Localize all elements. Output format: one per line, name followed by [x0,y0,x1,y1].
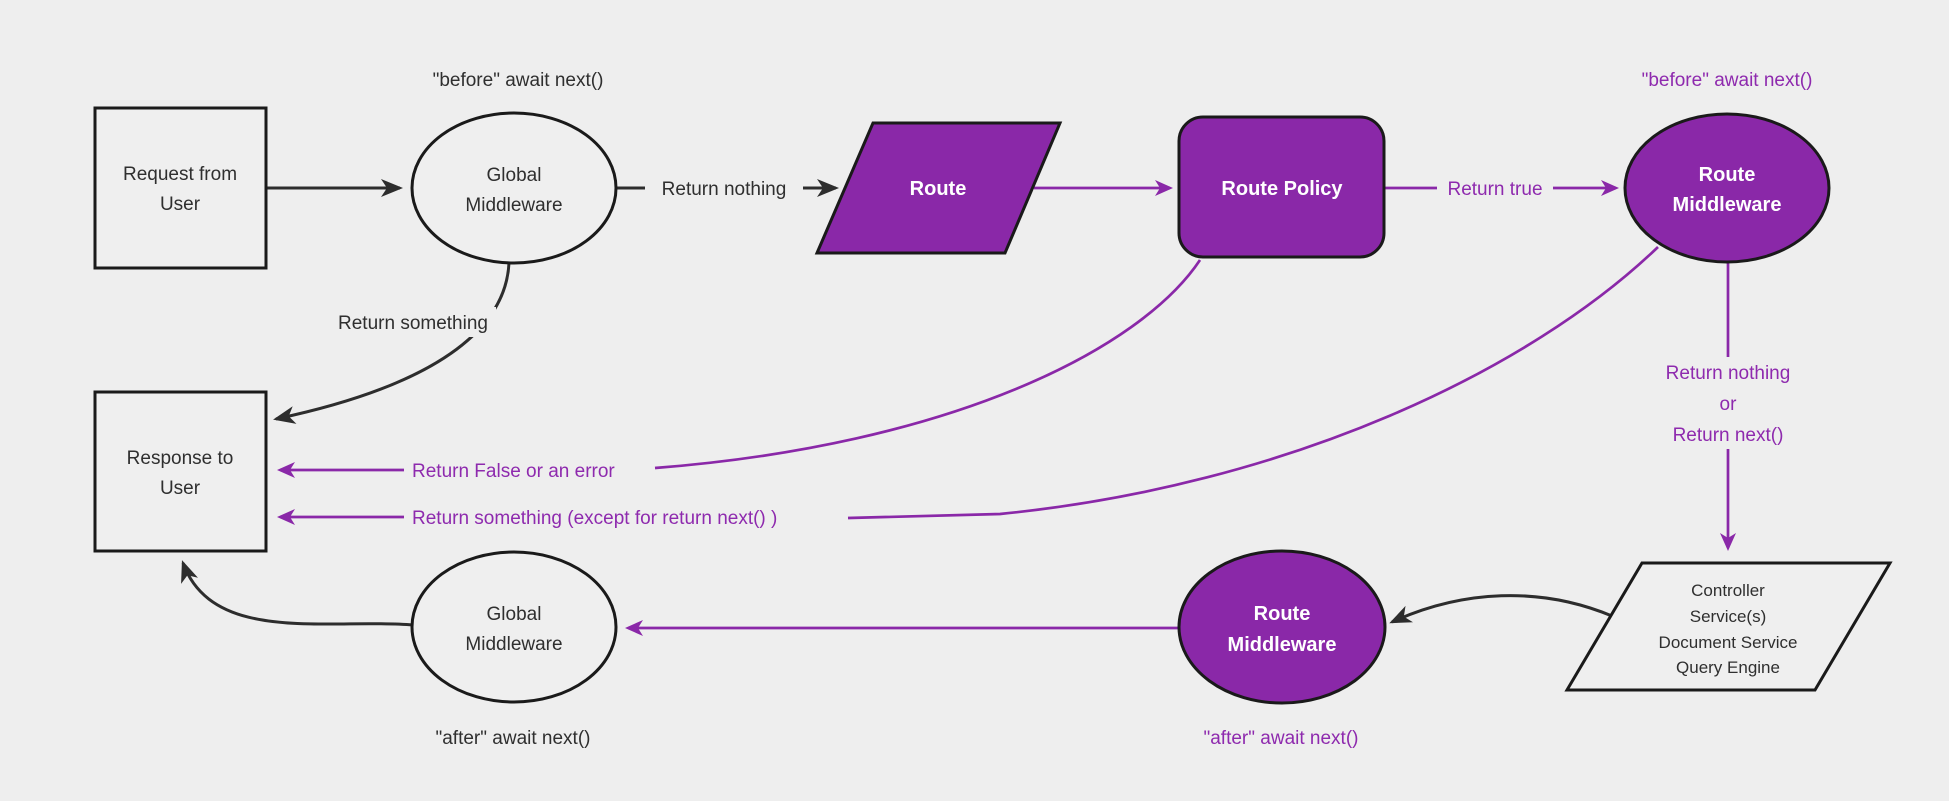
global-middleware-top-line1: Global [487,165,542,186]
response-to-user-box [93,390,268,553]
response-to-user-line1: Response to [127,448,234,469]
return-something-except-label: Return something (except for return next… [412,508,777,529]
global-middleware-bottom-line2: Middleware [465,634,562,655]
before-await-next-purple-label: "before" await next() [1642,70,1813,91]
global-middleware-top-line2: Middleware [465,195,562,216]
edge-global-middleware-return-something [273,262,511,424]
services-parallelogram [1564,561,1893,692]
services-line3: Document Service [1659,633,1798,652]
edge-route-middleware-return-something-curve [847,246,1659,520]
global-middleware-bottom-line1: Global [487,604,542,625]
request-from-user-box [93,106,268,270]
services-line1: Controller [1691,581,1765,600]
return-stack-label-mask [1650,357,1806,449]
node-services: Controller Service(s) Document Service Q… [1564,561,1893,692]
route-middleware-top-line2: Middleware [1673,194,1782,216]
edge-global-middleware-bottom-to-response [181,560,414,627]
node-route-middleware-bottom: Route Middleware [1177,549,1387,705]
return-something-label: Return something [338,313,488,334]
return-stack-line1: Return nothing [1666,363,1791,384]
after-await-next-purple-label: "after" await next() [1204,728,1359,749]
route-parallelogram [814,121,1063,255]
return-nothing-label: Return nothing [662,179,787,200]
services-line4: Query Engine [1676,658,1780,677]
return-nothing-label-mask [645,173,803,202]
node-route: Route [814,121,1063,255]
node-route-middleware-top: Route Middleware [1623,112,1831,264]
return-something-label-mask [330,307,496,337]
after-await-next-black-label: "after" await next() [436,728,591,749]
route-policy-box [1177,115,1386,259]
route-policy-label: Route Policy [1221,178,1343,200]
route-middleware-top-line1: Route [1699,164,1756,186]
request-from-user-line2: User [160,194,201,215]
global-middleware-top-ellipse [410,111,618,265]
route-middleware-bottom-line1: Route [1254,603,1311,625]
node-global-middleware-bottom: Global Middleware [410,550,618,704]
route-middleware-bottom-ellipse [1177,549,1387,705]
node-response-to-user: Response to User [93,390,268,553]
route-middleware-bottom-line2: Middleware [1228,634,1337,656]
node-request-from-user: Request from User [93,106,268,270]
return-false-error-label: Return False or an error [412,461,615,482]
node-route-policy: Route Policy [1177,115,1386,259]
return-true-label: Return true [1447,179,1542,200]
response-to-user-line2: User [160,478,201,499]
services-line2: Service(s) [1690,607,1767,626]
route-label: Route [910,178,967,200]
return-true-label-mask [1437,173,1553,202]
edge-route-policy-return-false-curve [654,259,1202,470]
return-stack-line3: Return next() [1673,425,1784,446]
return-stack-line2: or [1720,394,1738,415]
global-middleware-bottom-ellipse [410,550,618,704]
request-from-user-line1: Request from [123,164,237,185]
route-middleware-top-ellipse [1623,112,1831,264]
edge-services-to-route-middleware-bottom [1389,594,1613,624]
node-global-middleware-top: Global Middleware [410,111,618,265]
before-await-next-black-label: "before" await next() [433,70,604,91]
